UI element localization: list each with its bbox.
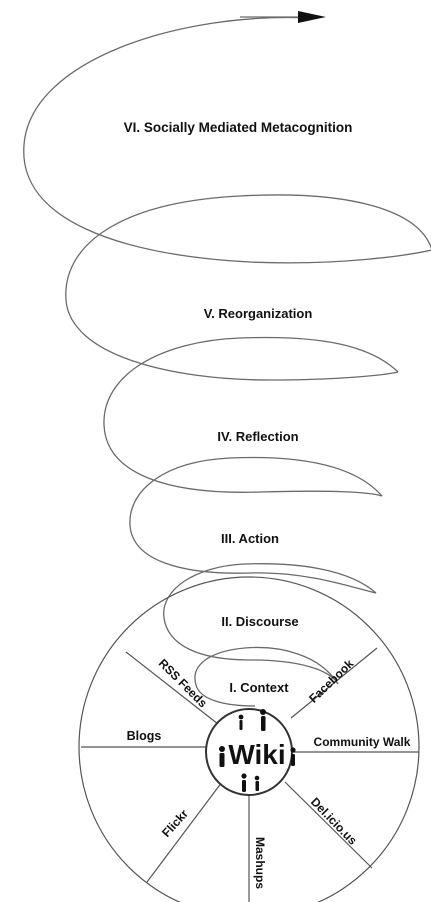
spoke-top-right: [290, 647, 378, 719]
spoke-bottom-right: [284, 781, 373, 869]
stage-label-5: V. Reorganization: [204, 306, 313, 321]
stage-label-6: VI. Socially Mediated Metacognition: [124, 120, 353, 135]
segment-label-facebook: Facebook: [306, 656, 356, 705]
spoke-top-left: [125, 651, 219, 725]
people-silhouettes-icon: [219, 709, 296, 792]
segment-label-community-walk: Community Walk: [314, 735, 411, 749]
segment-label-rss-feeds: RSS Feeds: [156, 656, 210, 710]
spoke-bottom-left: [146, 781, 223, 883]
stage-label-3: III. Action: [221, 531, 279, 546]
arrow-icon: [298, 11, 326, 23]
stage-label-2: II. Discourse: [221, 614, 298, 629]
segment-label-delicious: Del.icio.us: [308, 795, 360, 848]
wiki-hub-label: Wiki: [228, 739, 285, 770]
spiral-loops: [23, 16, 431, 707]
segment-label-mashups: Mashups: [253, 837, 267, 889]
stage-label-1: I. Context: [229, 680, 289, 695]
segment-label-blogs: Blogs: [127, 729, 162, 743]
segment-label-flickr: Flickr: [159, 806, 191, 839]
stage-label-4: IV. Reflection: [217, 429, 298, 444]
wheel-outer-ring: [78, 576, 420, 902]
